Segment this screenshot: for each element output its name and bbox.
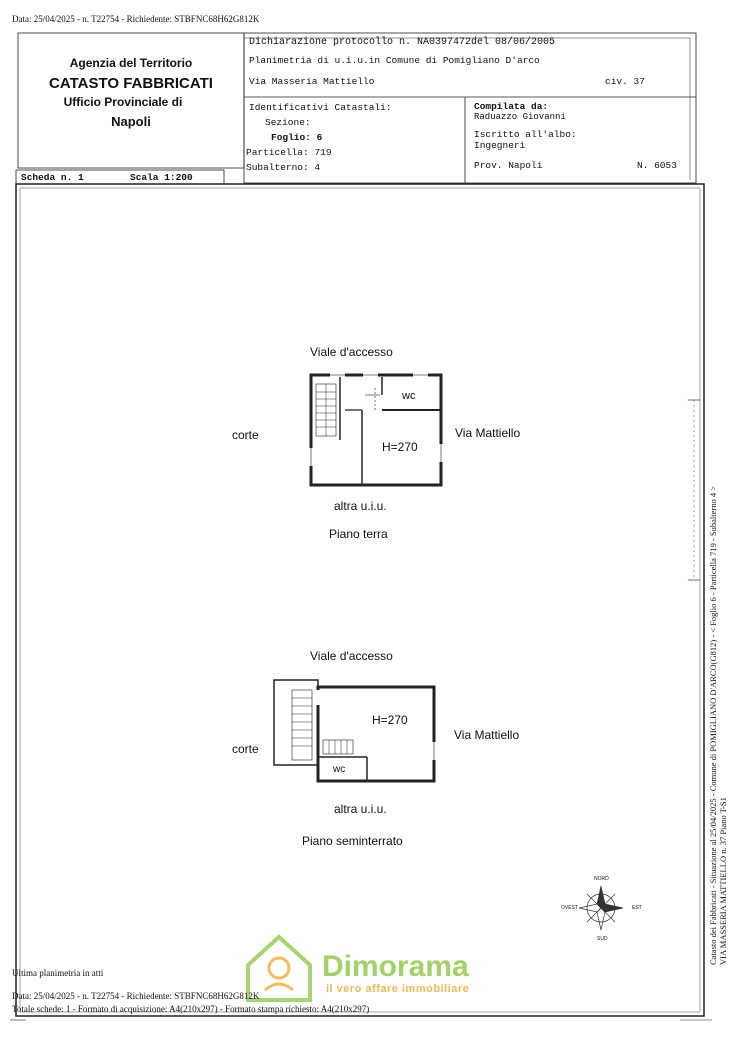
address: Via Masseria Mattiello bbox=[249, 76, 375, 87]
ground-bottom-label: altra u.i.u. bbox=[334, 499, 387, 513]
vertical-situation-text: Catasto dei Fabbricati - Situazione al 2… bbox=[708, 485, 718, 965]
agency-line-4: Napoli bbox=[111, 114, 151, 129]
compass-north: NORD bbox=[594, 876, 609, 882]
last-plan-note: Ultima planimetria in atti bbox=[12, 968, 104, 978]
ground-right-label: Via Mattiello bbox=[455, 426, 521, 440]
foglio: Foglio: 6 bbox=[271, 132, 323, 143]
basement-wc-label: wc bbox=[333, 764, 346, 775]
planimetry-title: Planimetria di u.i.u.in Comune di Pomigl… bbox=[249, 55, 540, 66]
compiled-by-name: Raduazzo Giovanni bbox=[474, 112, 566, 122]
ground-left-label: corte bbox=[232, 428, 259, 442]
identifiers-title: Identificativi Catastali: bbox=[249, 102, 392, 113]
agency-line-1: Agenzia del Territorio bbox=[69, 56, 193, 70]
footer-totals: Totale schede: 1 - Formato di acquisizio… bbox=[12, 1004, 370, 1014]
basement-floor-name: Piano seminterrato bbox=[302, 834, 403, 848]
compass-west: OVEST bbox=[561, 905, 578, 911]
scheda-label: Scheda n. 1 bbox=[21, 172, 84, 183]
basement-height-label: H=270 bbox=[372, 713, 408, 727]
province: Prov. Napoli bbox=[474, 160, 543, 171]
basement-plan bbox=[273, 679, 436, 783]
civic-number: civ. 37 bbox=[605, 76, 645, 87]
sezione: Sezione: bbox=[265, 117, 311, 128]
watermark-logo bbox=[246, 934, 312, 1002]
top-stamp: Data: 25/04/2025 - n. T22754 - Richieden… bbox=[12, 14, 260, 24]
agency-line-2: CATASTO FABBRICATI bbox=[49, 75, 213, 92]
basement-bottom-label: altra u.i.u. bbox=[334, 802, 387, 816]
registration-number: N. 6053 bbox=[637, 160, 677, 171]
ground-height-label: H=270 bbox=[382, 440, 418, 454]
vertical-address-text: VIA MASSERIA MATTIELLO n. 37 Piano T-S1 bbox=[718, 797, 728, 965]
footer-stamp: Data: 25/04/2025 - n. T22754 - Richieden… bbox=[12, 991, 260, 1001]
compass-south: SUD bbox=[597, 936, 608, 942]
compiled-by-title: Compilata da: bbox=[474, 101, 549, 112]
compass-rose bbox=[578, 885, 624, 931]
basement-right-label: Via Mattiello bbox=[454, 728, 520, 742]
registered-title: Iscritto all'albo: bbox=[474, 129, 577, 140]
basement-left-label: corte bbox=[232, 742, 259, 756]
particella: Particella: 719 bbox=[246, 147, 332, 158]
ground-top-label: Viale d'accesso bbox=[310, 345, 393, 359]
subalterno: Subalterno: 4 bbox=[246, 162, 321, 173]
watermark-brand: Dimorama bbox=[322, 950, 469, 983]
scale-label: Scala 1:200 bbox=[130, 172, 193, 183]
watermark-tagline: il vero affare immobiliare bbox=[326, 983, 470, 995]
ground-floor-plan bbox=[309, 373, 443, 487]
compass-east: EST bbox=[632, 905, 642, 911]
agency-line-3: Ufficio Provinciale di bbox=[63, 95, 183, 109]
declaration: Dichiarazione protocollo n. NA0397472del… bbox=[249, 37, 556, 48]
basement-top-label: Viale d'accesso bbox=[310, 649, 393, 663]
ground-floor-name: Piano terra bbox=[329, 527, 388, 541]
registered-value: Ingegneri bbox=[474, 140, 526, 151]
ground-wc-label: wc bbox=[402, 390, 416, 402]
